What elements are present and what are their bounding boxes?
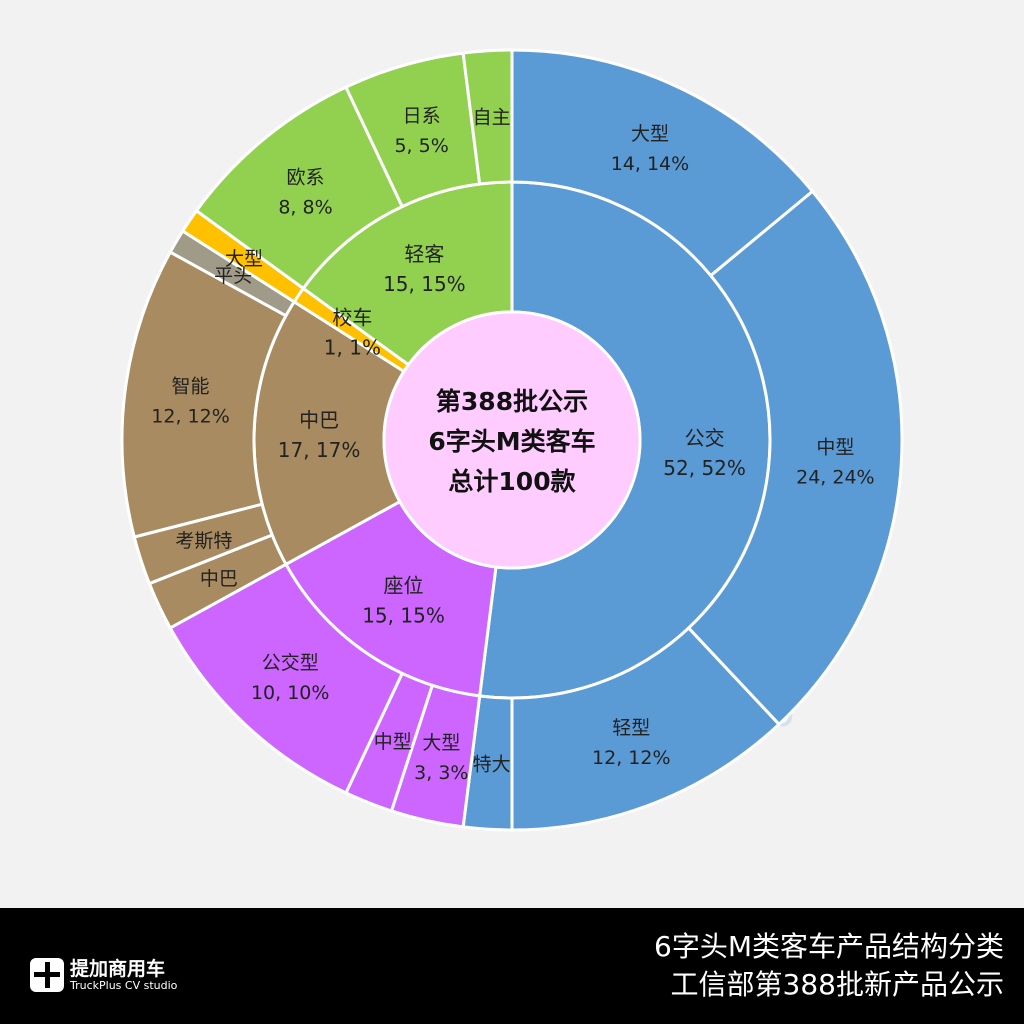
- center-circle: [382, 310, 642, 570]
- footer-title: 6字头M类客车产品结构分类: [654, 930, 1004, 963]
- brand-logo: 提加商用车 TruckPlus CV studio: [30, 958, 177, 992]
- segments-layer: [120, 48, 904, 832]
- outer-segment-自主[interactable]: [461, 48, 514, 186]
- outer-segment-中型[interactable]: [686, 189, 904, 727]
- outer-label: 特大: [473, 753, 511, 775]
- outer-label: 中型: [374, 731, 412, 753]
- outer-label: 自主: [473, 107, 511, 129]
- footer-bar: 提加商用车 TruckPlus CV studio 6字头M类客车产品结构分类 …: [0, 908, 1024, 1024]
- outer-label: 考斯特: [175, 530, 232, 552]
- footer-subtitle: 工信部第388批新产品公示: [670, 968, 1004, 1001]
- outer-label: 大型: [225, 248, 263, 270]
- logo-icon: [30, 958, 64, 992]
- logo-cn: 提加商用车: [70, 957, 166, 980]
- outer-label: 平头: [214, 265, 252, 287]
- outer-label: 中巴: [200, 568, 238, 590]
- logo-en: TruckPlus CV studio: [70, 978, 178, 992]
